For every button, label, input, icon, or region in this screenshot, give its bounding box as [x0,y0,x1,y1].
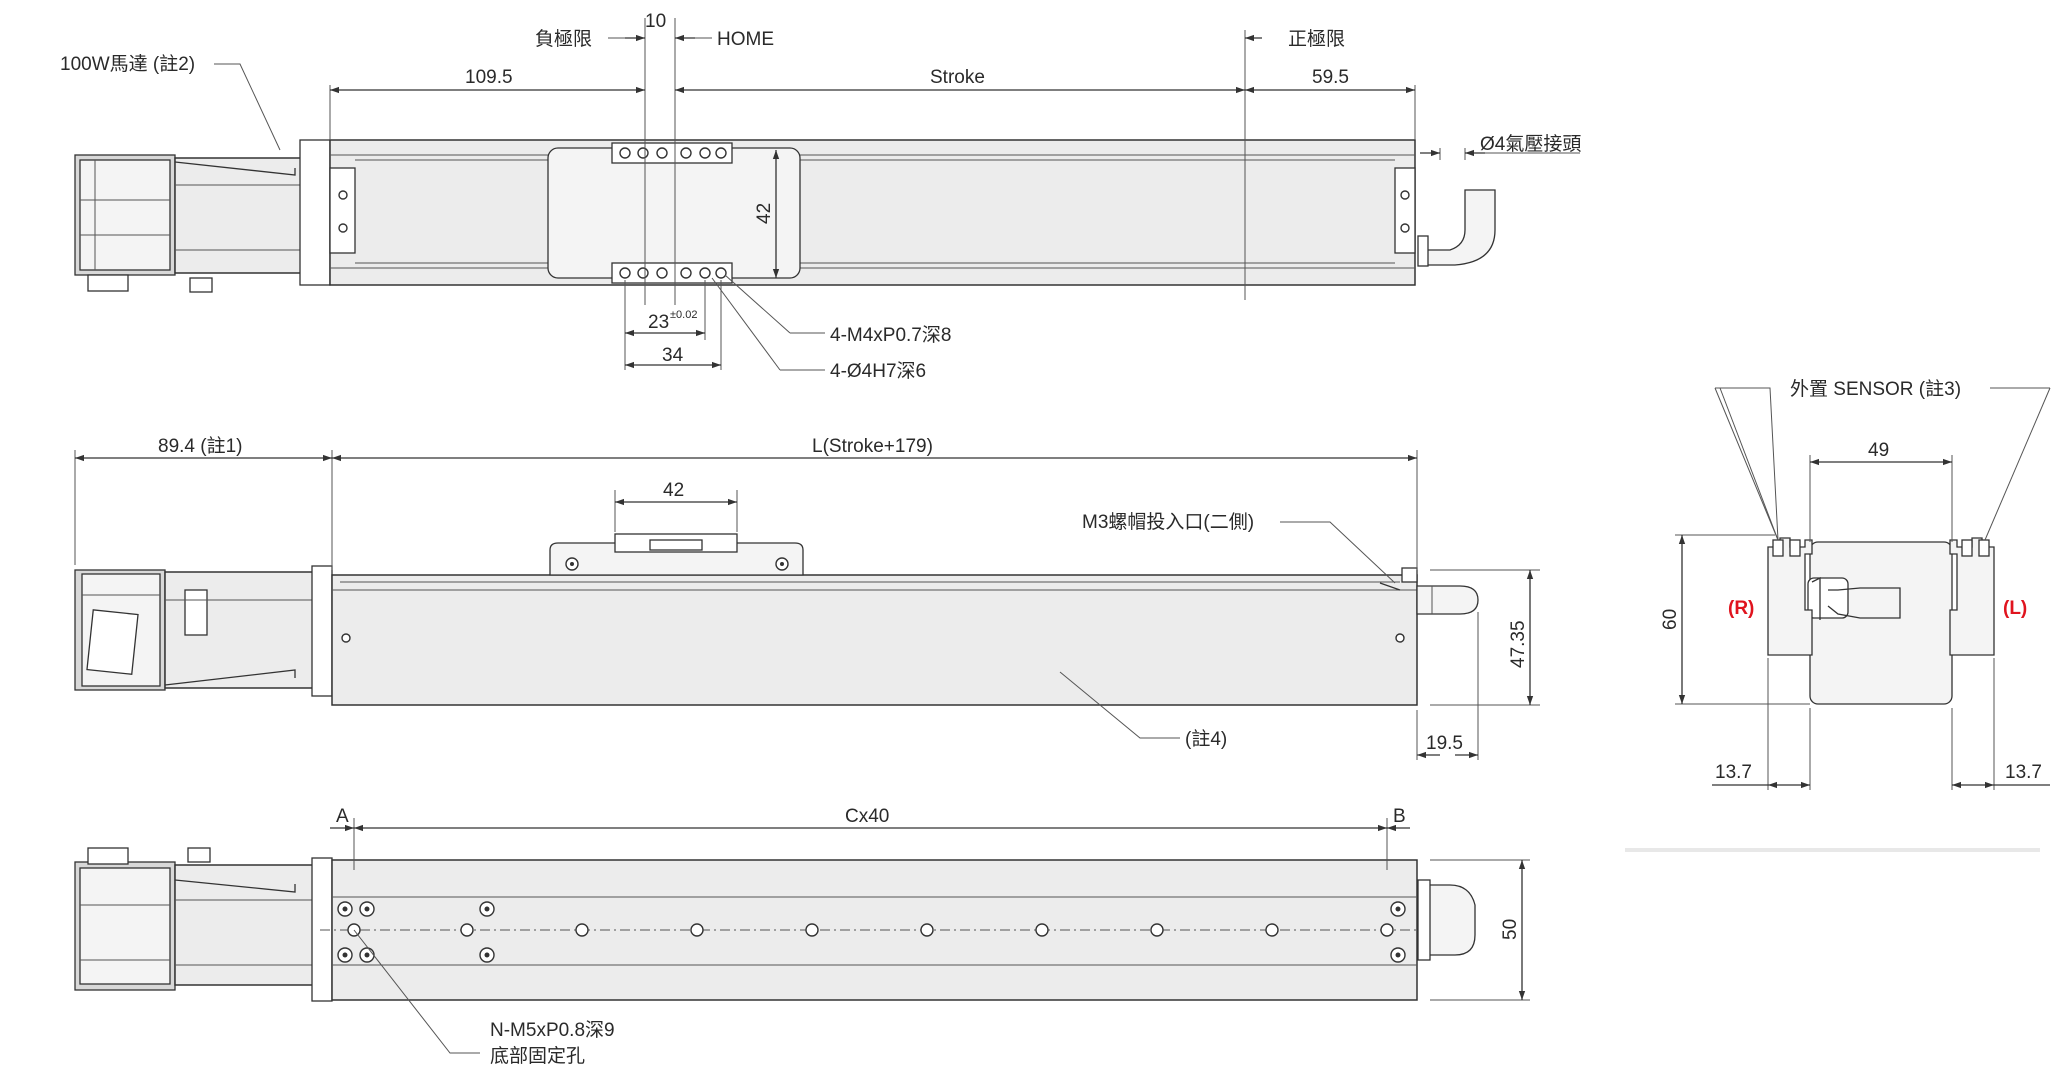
dim-42-top-label: 42 [754,203,775,224]
dim-34-label: 34 [662,345,684,366]
front-body [331,574,1418,706]
dim-109-5-label: 109.5 [465,67,513,88]
length-l-label: L(Stroke+179) [812,436,933,457]
pos-limit-label: 正極限 [1288,28,1345,50]
front-view: 89.4 (註1) L(Stroke+179) 42 M3螺帽投入口(二側) 4… [74,435,1540,760]
dim-89-4-label: 89.4 (註1) [158,435,242,457]
dim-60-label: 60 [1660,609,1681,630]
pin-hole-label: 4-Ø4H7深6 [830,360,926,382]
side-l-label: (L) [2003,598,2027,619]
dim-13-7-left-label: 13.7 [1715,762,1752,783]
top-motor [74,139,349,293]
top-air-fitting [1424,189,1496,266]
mark-a-label: A [336,806,349,827]
neg-limit-label: 負極限 [535,28,592,50]
top-view: 100W馬達 (註2) 負極限 10 HOME 正極限 109.5 Stroke… [60,11,1581,382]
dim-42-mid-label: 42 [663,480,684,501]
end-body [1809,541,1953,705]
mark-b-label: B [1393,806,1406,827]
motor-label: 100W馬達 (註2) [60,53,195,75]
air-fitting-label: Ø4氣壓接頭 [1480,133,1581,155]
stroke-label: Stroke [930,67,985,88]
bottom-fix-label: 底部固定孔 [490,1045,585,1067]
end-sensor-left [1949,537,1995,656]
dim-59-5-label: 59.5 [1312,67,1349,88]
front-air-fitting [1416,585,1479,615]
m3-nut-label: M3螺帽投入口(二側) [1082,511,1254,533]
dim-50-label: 50 [1500,919,1521,940]
top-carriage-holes [619,147,727,279]
end-sensor-right [1767,537,1813,656]
side-r-label: (R) [1728,598,1754,619]
front-carriage [549,542,804,576]
dim-13-7-right-label: 13.7 [2005,762,2042,783]
bottom-air-fitting [1427,884,1476,956]
dim-23-tol-label: ±0.02 [670,309,697,321]
dim-19-5-label: 19.5 [1426,733,1463,754]
dim-47-35-label: 47.35 [1508,620,1529,668]
tap-m4-label: 4-M4xP0.7深8 [830,324,951,346]
home-label: HOME [717,29,774,50]
bottom-view: A Cx40 B 50 N-M5xP0.8深9 底部固定孔 [74,806,1530,1067]
note4-label: (註4) [1185,728,1227,750]
ext-sensor-label: 外置 SENSOR (註3) [1790,378,1961,400]
bottom-motor [74,847,333,1002]
front-motor [74,565,333,697]
bottom-tap-label: N-M5xP0.8深9 [490,1019,615,1041]
bottom-holes [337,901,1406,963]
end-view: 外置 SENSOR (註3) 49 60 (R) (L) 13.7 13.7 [1625,378,2051,852]
dim-23-label: 23 [648,312,669,333]
dim-49-label: 49 [1868,440,1889,461]
top-body [329,139,1416,286]
dim-10-label: 10 [645,11,666,32]
cx40-label: Cx40 [845,806,889,827]
